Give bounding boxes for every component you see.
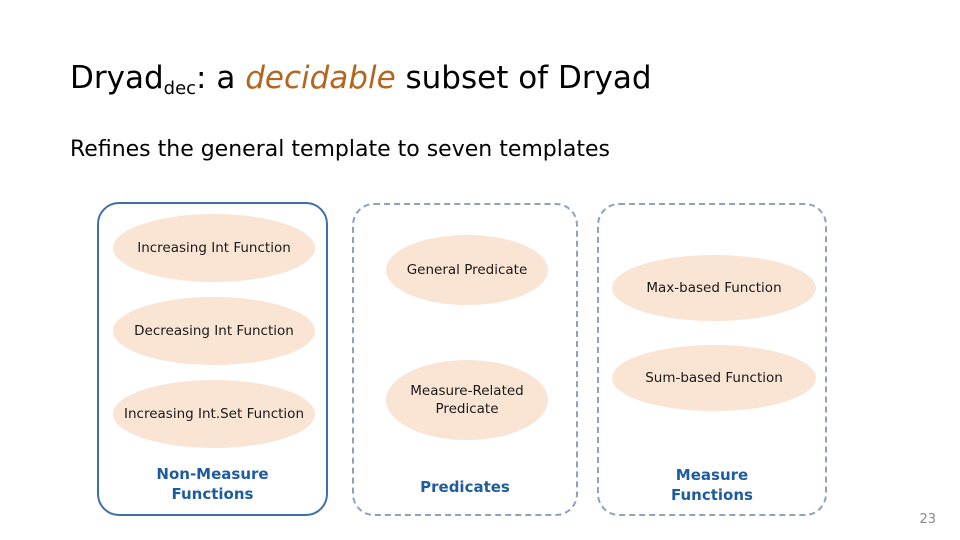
group-non-measure-functions[interactable]: Increasing Int Function Decreasing Int F… [97, 202, 328, 516]
page-subtitle: Refines the general template to seven te… [70, 137, 610, 162]
page-title: Dryaddec: a decidable subset of Dryad [70, 58, 900, 103]
node-label-line-1: Measure-Related [410, 383, 524, 399]
node-measure-related-predicate[interactable]: Measure-Related Predicate [386, 360, 548, 440]
page-number: 23 [919, 512, 936, 527]
group-label-line-2: Functions [171, 485, 254, 503]
title-emphasis: decidable [245, 60, 396, 96]
node-general-predicate[interactable]: General Predicate [386, 235, 548, 305]
title-lead: Dryad [70, 60, 164, 96]
node-label-line-2: Predicate [435, 401, 499, 417]
title-tail: subset of Dryad [395, 60, 652, 96]
node-max-based-function[interactable]: Max-based Function [612, 255, 816, 321]
group-measure-functions[interactable]: Max-based Function Sum-based Function Me… [597, 203, 827, 516]
title-mid: : a [196, 60, 246, 96]
node-sum-based-function[interactable]: Sum-based Function [612, 345, 816, 411]
group-label-measure-functions: Measure Functions [599, 465, 825, 505]
node-increasing-intset-function[interactable]: Increasing Int.Set Function [113, 380, 315, 448]
group-label-line-1: Measure [675, 466, 749, 484]
group-predicates[interactable]: General Predicate Measure-Related Predic… [352, 203, 578, 516]
group-label-predicates: Predicates [354, 477, 576, 497]
group-label-line-1: Non-Measure [156, 465, 269, 483]
group-label-line-2: Functions [671, 486, 753, 504]
group-label-non-measure-functions: Non-Measure Functions [99, 464, 326, 504]
group-label-line-1: Predicates [420, 478, 510, 496]
node-increasing-int-function[interactable]: Increasing Int Function [113, 214, 315, 282]
title-subscript: dec [163, 78, 197, 99]
node-decreasing-int-function[interactable]: Decreasing Int Function [113, 297, 315, 365]
